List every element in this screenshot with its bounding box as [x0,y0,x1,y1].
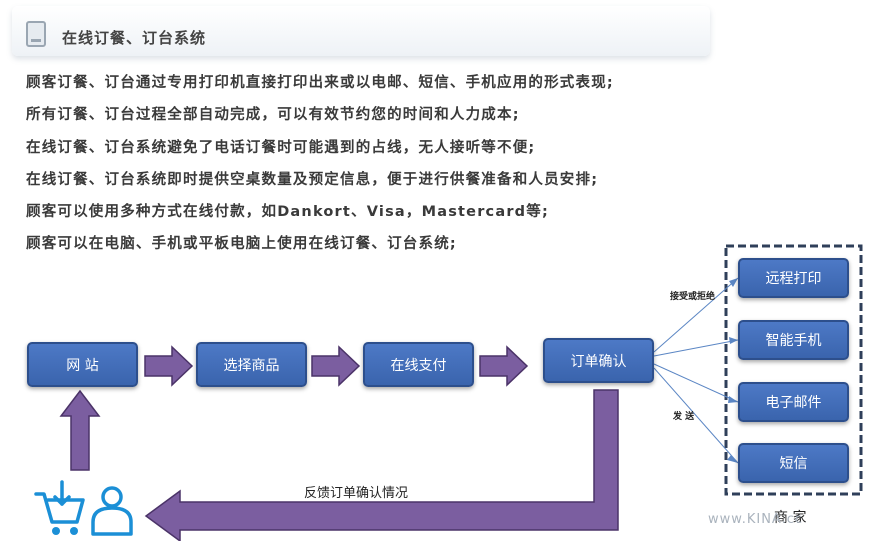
connector-phone [653,339,739,357]
connector-sms [653,367,739,464]
cart-wheel [70,527,78,535]
feedback-label: 反馈订单确认情况 [304,486,409,501]
up-arrow [59,389,101,471]
feedback-arrow [144,389,619,541]
feature-item: 在线订餐、订台系统避免了电话订餐时可能遇到的占线，无人接听等不便; [26,139,536,156]
arrowhead-sms [727,455,738,463]
step-arrow-1 [144,345,194,387]
shopping-cart-icon [34,480,85,524]
step-arrows [59,345,619,541]
cart-wheels [52,527,78,535]
feature-item: 所有订餐、订台过程全部自动完成，可以有效节约您的时间和人力成本; [26,107,520,124]
merchant-label: 商 家 [774,510,807,526]
step-order-confirmation: 订单确认 [543,338,654,383]
feature-item: 在线订餐、订台系统即时提供空桌数量及预定信息，便于进行供餐准备和人员安排; [26,171,599,188]
user-icon [91,486,133,536]
output-email: 电子邮件 [738,382,849,422]
connector-arrowheads [727,278,738,463]
arrowhead-print [729,278,738,287]
header-bar: 在线订餐、订台系统 [12,6,710,56]
send-label: 发 送 [673,412,695,422]
page-title: 在线订餐、订台系统 [62,29,207,47]
step-arrow-3 [479,345,529,387]
output-sms: 短信 [738,443,849,483]
output-connectors [653,277,739,464]
tablet-icon [26,21,46,47]
connector-print [653,277,739,353]
arrowhead-phone [729,337,738,344]
cart-wheel [52,527,60,535]
step-online-payment: 在线支付 [363,342,474,387]
output-smartphone: 智能手机 [738,320,849,360]
feature-item: 顾客订餐、订台通过专用打印机直接打印出来或以电邮、短信、手机应用的形式表现; [26,75,614,91]
feature-item: 顾客可以在电脑、手机或平板电脑上使用在线订餐、订台系统; [26,236,457,253]
step-select-product: 选择商品 [196,342,307,387]
output-remote-print: 远程打印 [738,258,849,298]
merchant-group-box [724,244,863,496]
accept-reject-label: 接受或拒绝 [670,292,716,302]
step-arrow-2 [311,345,361,387]
arrowhead-email [728,396,738,403]
watermark: www.KINA.cc [708,512,804,527]
feature-list: 顾客订餐、订台通过专用打印机直接打印出来或以电邮、短信、手机应用的形式表现; 所… [26,71,614,265]
connector-email [653,363,739,403]
step-website: 网 站 [27,342,138,387]
feature-item: 顾客可以使用多种方式在线付款，如Dankort、Visa，Mastercard等… [26,204,549,221]
